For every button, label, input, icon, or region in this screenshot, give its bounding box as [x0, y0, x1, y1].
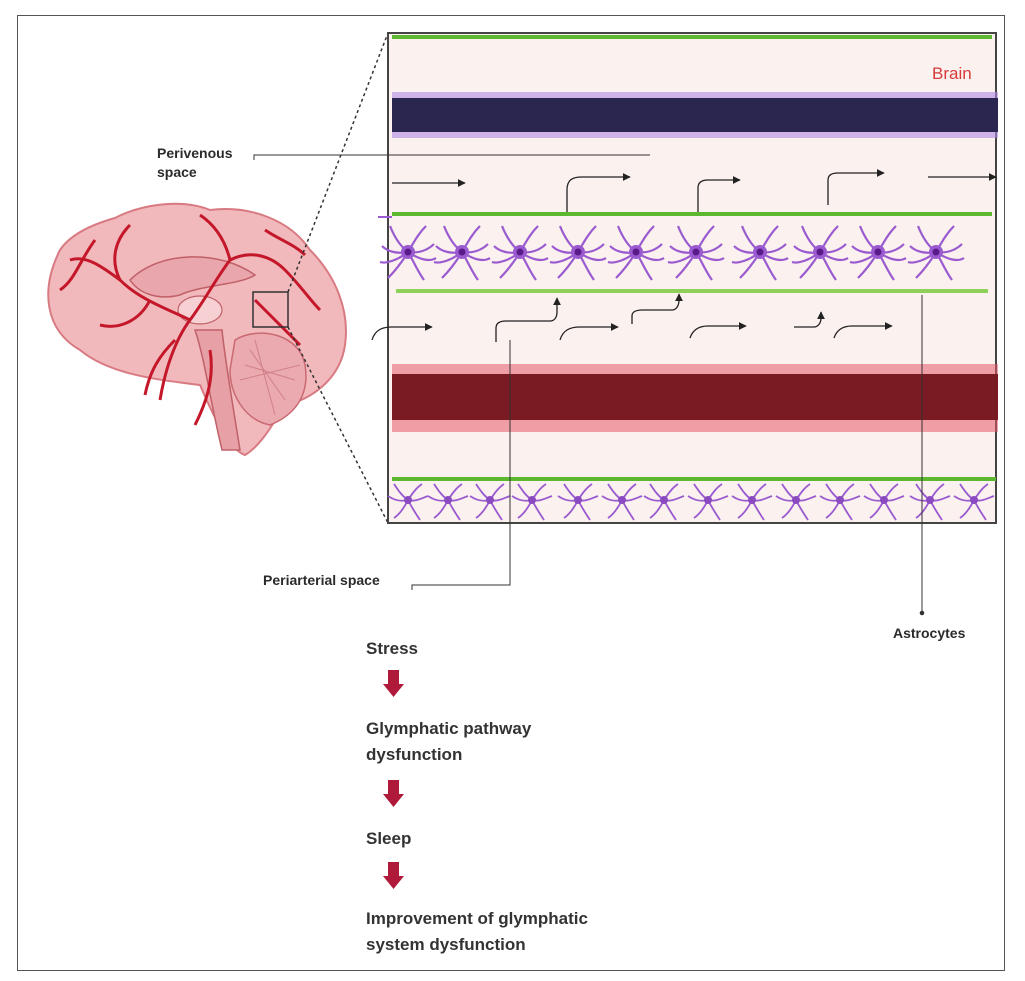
perivenous-flow-arrows [392, 169, 997, 212]
periarterial-leader [411, 340, 511, 590]
down-arrow-icon [383, 862, 404, 889]
zoom-panel [371, 32, 998, 524]
flow-step-sleep: Sleep [366, 829, 412, 848]
top-membrane [392, 35, 992, 39]
down-arrow-icon [383, 780, 404, 807]
glia-limitans-lower [396, 289, 988, 293]
periarterial-flow-arrows [371, 293, 893, 342]
brainstem [193, 329, 241, 451]
figure-frame [17, 15, 1005, 971]
perivenous-label-line2: space [157, 164, 197, 180]
perivenous-leader [253, 154, 650, 160]
flow-step-stress: Stress [366, 639, 418, 658]
flow-arrows [383, 670, 404, 889]
leader-lines [253, 154, 925, 616]
zoom-line-top [287, 32, 389, 293]
cerebellum [229, 332, 307, 426]
thalamus [177, 295, 223, 325]
astrocytes-label: Astrocytes [893, 625, 966, 641]
zoom-region-box [252, 291, 289, 328]
flow-step4-line2: system dysfunction [366, 935, 526, 954]
perivenous-label-line1: Perivenous [157, 145, 233, 161]
flow-step2-line1: Glymphatic pathway [366, 719, 532, 738]
perivenous-label: Perivenous space [157, 144, 232, 182]
zoom-line-bottom [287, 326, 389, 524]
down-arrow-icon [383, 670, 404, 697]
flow-step-improvement: Improvement of glymphatic system dysfunc… [366, 906, 588, 958]
periarterial-label: Periarterial space [263, 572, 380, 588]
brain-illustration [47, 202, 347, 457]
cerebellum-folds [239, 339, 301, 416]
glia-limitans-bottom [392, 477, 996, 481]
flow-step-glymphatic-dysfunction: Glymphatic pathway dysfunction [366, 716, 531, 768]
brain-label: Brain [932, 64, 972, 83]
artery-vessel [392, 374, 998, 420]
vein-vessel [392, 98, 998, 132]
brain-vessels [59, 213, 322, 426]
flow-step4-line1: Improvement of glymphatic [366, 909, 588, 928]
glia-limitans-upper [392, 212, 992, 216]
flow-step2-line2: dysfunction [366, 745, 463, 764]
